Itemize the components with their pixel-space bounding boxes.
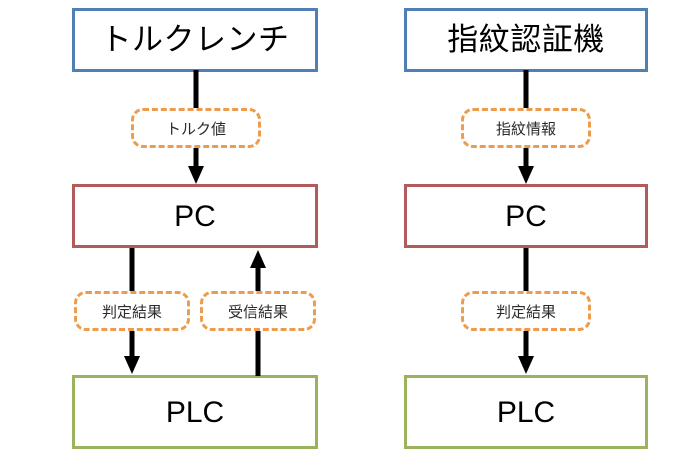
edge-label-text: トルク値 bbox=[165, 120, 226, 138]
edge-label-text: 指紋情報 bbox=[495, 120, 556, 138]
node-plc-right[interactable]: PLC bbox=[404, 375, 648, 449]
node-pc-left[interactable]: PC bbox=[72, 184, 318, 248]
edge-label-fingerprint-info: 指紋情報 bbox=[461, 108, 591, 148]
edge-label-reception-result: 受信結果 bbox=[200, 291, 316, 331]
edge-label-judgment-result-right: 判定結果 bbox=[461, 291, 591, 331]
node-label: 指紋認証機 bbox=[447, 21, 605, 57]
node-fingerprint-reader[interactable]: 指紋認証機 bbox=[404, 8, 648, 72]
node-label: PC bbox=[174, 199, 216, 233]
edge-label-text: 判定結果 bbox=[101, 303, 162, 321]
node-label: PLC bbox=[496, 395, 556, 429]
node-plc-left[interactable]: PLC bbox=[72, 375, 318, 449]
node-torque-wrench[interactable]: トルクレンチ bbox=[72, 8, 318, 72]
node-label: トルクレンチ bbox=[100, 21, 290, 57]
edge-label-text: 受信結果 bbox=[227, 303, 288, 321]
node-pc-right[interactable]: PC bbox=[404, 184, 648, 248]
node-label: PLC bbox=[165, 395, 225, 429]
edge-label-text: 判定結果 bbox=[495, 303, 556, 321]
edge-label-torque-value: トルク値 bbox=[131, 108, 261, 148]
node-label: PC bbox=[505, 199, 547, 233]
edge-label-judgment-result-left: 判定結果 bbox=[74, 291, 190, 331]
